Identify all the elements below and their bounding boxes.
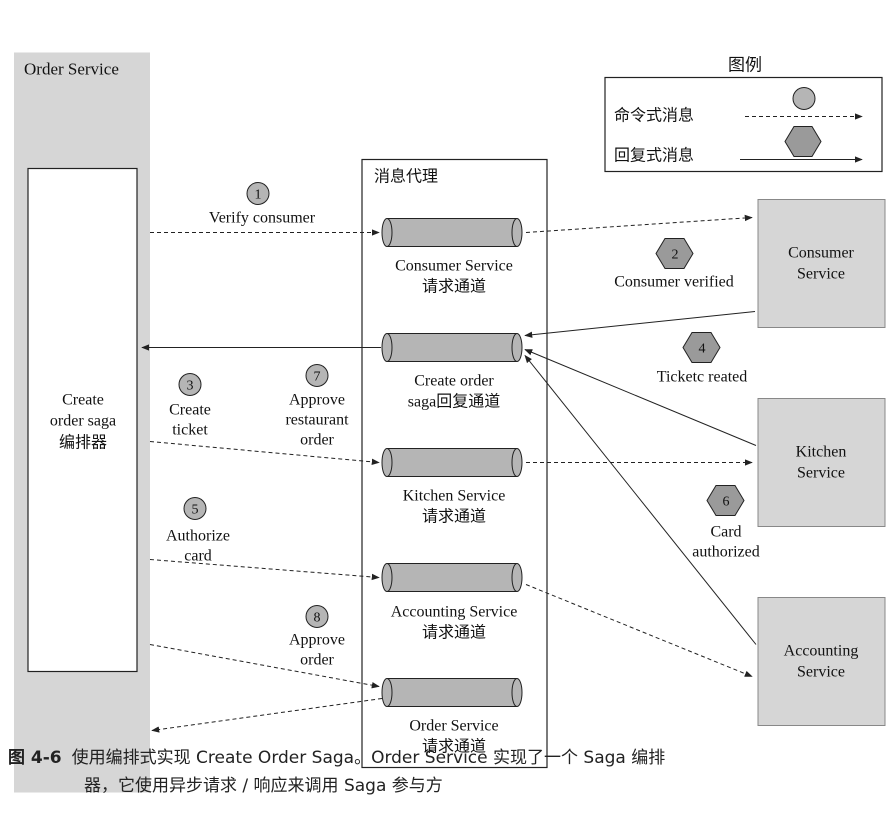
step-8-label-2: order [300, 652, 334, 669]
step-1-label: Verify consumer [209, 210, 316, 227]
step-3-label-1: Create [169, 402, 211, 419]
step-7-badge [305, 364, 329, 387]
step-5-label-2: card [184, 548, 212, 565]
caption-line-1: 使用编排式实现 Create Order Saga。Order Service … [71, 748, 666, 768]
service-kitchen: Kitchen Service [757, 398, 886, 527]
step-3: 3 Create ticket [169, 373, 211, 439]
step-8: 8 Approve order [289, 605, 345, 669]
step-5-label-1: Authorize [166, 528, 230, 545]
figure-label: 图 4-6 [8, 748, 62, 768]
step-5-number: 5 [192, 503, 199, 518]
legend-box [604, 76, 883, 173]
service-accounting-line2: Service [797, 664, 845, 681]
arrow-step8 [149, 644, 380, 689]
channel-order: Order Service 请求通道 [381, 678, 523, 756]
service-accounting-line1: Accounting [784, 643, 859, 660]
channel-accounting-sub: 请求通道 [422, 624, 486, 642]
arrow-step2 [524, 311, 756, 338]
service-consumer-line2: Service [797, 266, 845, 283]
step-6-number: 6 [723, 495, 730, 510]
channel-saga-reply: Create order saga回复通道 [381, 333, 523, 411]
step-2-label: Consumer verified [614, 274, 734, 291]
channel-saga-reply-sub: saga回复通道 [408, 393, 500, 411]
legend-reply-label: 回复式消息 [614, 147, 694, 165]
step-4: 4 Ticketc reated [657, 332, 747, 386]
step-4-number: 4 [699, 342, 706, 357]
step-6-label-2: authorized [692, 544, 760, 561]
step-6-badge [706, 485, 745, 516]
step-6-label-1: Card [710, 524, 741, 541]
figure-caption: 图 4-6 使用编排式实现 Create Order Saga。Order Ser… [8, 744, 884, 800]
service-kitchen-line1: Kitchen [796, 444, 847, 461]
orchestrator-box [27, 167, 138, 673]
step-2-number: 2 [672, 248, 679, 263]
service-accounting: Accounting Service [757, 597, 886, 726]
legend-reply-hexagon [784, 126, 822, 157]
step-7-label-1: Approve [289, 392, 345, 409]
step-6: 6 Card authorized [692, 485, 760, 561]
step-4-badge [682, 332, 721, 363]
channel-saga-reply-name: Create order [414, 373, 494, 390]
step-2-badge [655, 238, 694, 269]
orchestrator-label-3: 编排器 [59, 434, 107, 452]
step-3-label-2: ticket [172, 422, 208, 439]
step-1-number: 1 [255, 188, 262, 203]
order-service-title: Order Service [24, 60, 119, 79]
step-7-number: 7 [314, 370, 321, 385]
channel-kitchen-name: Kitchen Service [403, 488, 506, 505]
step-7: 7 Approve restaurant order [285, 364, 349, 449]
step-3-number: 3 [187, 379, 194, 394]
arrow-step3-7 [149, 441, 380, 466]
arrow-step5 [149, 559, 380, 581]
channel-consumer-sub: 请求通道 [422, 278, 486, 296]
legend-title: 图例 [728, 56, 762, 75]
service-consumer: Consumer Service [757, 199, 886, 328]
step-3-badge [178, 373, 202, 396]
step-1: 1 Verify consumer [209, 182, 316, 227]
orchestrator-label-2: order saga [50, 413, 116, 430]
legend-command-circle [792, 87, 816, 110]
step-1-badge [246, 182, 270, 205]
channel-consumer: Consumer Service 请求通道 [381, 218, 523, 296]
legend-command-label: 命令式消息 [614, 107, 694, 125]
step-8-number: 8 [314, 611, 321, 626]
arrow-step6 [524, 354, 757, 645]
caption-line-2: 器，它使用异步请求 / 响应来调用 Saga 参与方 [84, 776, 443, 796]
channel-order-sub: 请求通道 [422, 738, 486, 756]
channel-accounting-name: Accounting Service [391, 604, 518, 621]
step-8-label-1: Approve [289, 632, 345, 649]
orchestrator-label-1: Create [62, 392, 104, 409]
service-consumer-line1: Consumer [788, 245, 854, 262]
arrow-channel-order-back [151, 698, 383, 733]
step-5: 5 Authorize card [166, 497, 230, 565]
step-7-label-2: restaurant [285, 412, 349, 429]
broker-box [361, 158, 548, 769]
channel-order-name: Order Service [409, 718, 498, 735]
channel-accounting: Accounting Service 请求通道 [381, 563, 523, 642]
channel-kitchen-sub: 请求通道 [422, 508, 486, 526]
channel-kitchen: Kitchen Service 请求通道 [381, 448, 523, 526]
channel-consumer-name: Consumer Service [395, 258, 513, 275]
arrow-step4 [524, 349, 757, 446]
broker-title: 消息代理 [374, 168, 438, 186]
arrow-channel-accounting-out [525, 584, 753, 677]
step-8-badge [305, 605, 329, 628]
step-7-label-3: order [300, 432, 334, 449]
step-4-label: Ticketc reated [657, 369, 747, 386]
service-kitchen-line2: Service [797, 465, 845, 482]
step-2: 2 Consumer verified [614, 238, 734, 291]
arrow-channel-consumer-out [525, 214, 753, 233]
step-5-badge [183, 497, 207, 520]
